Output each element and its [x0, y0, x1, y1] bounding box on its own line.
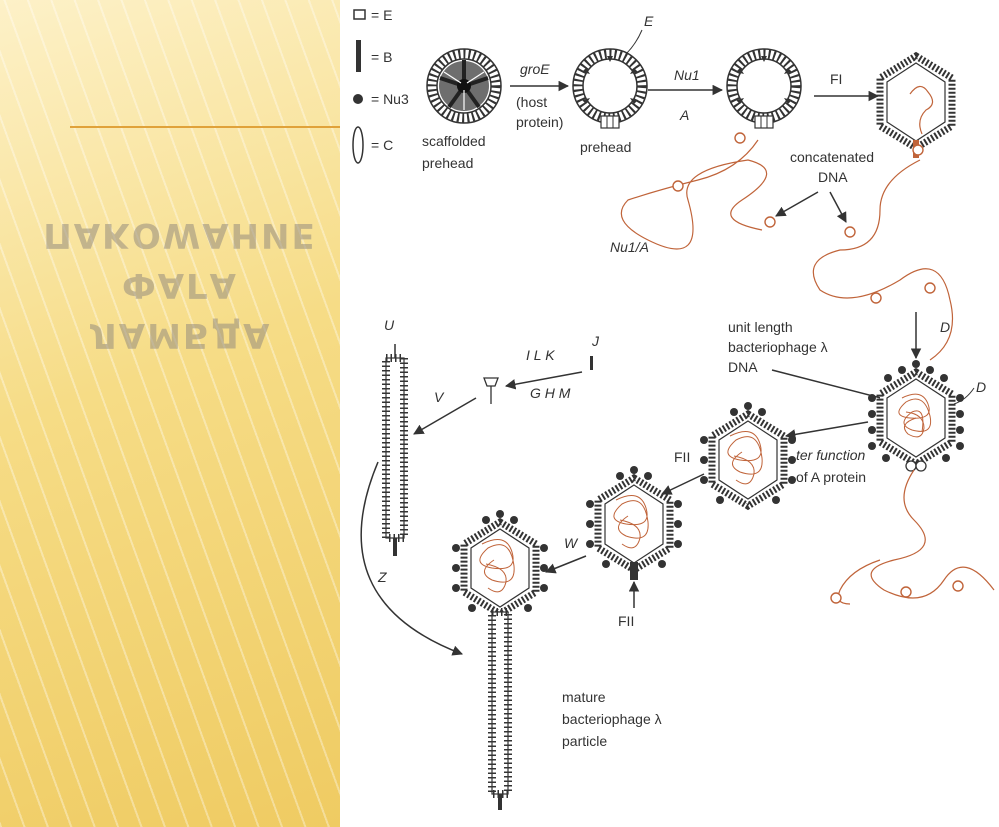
- groe-label: groE: [520, 61, 550, 77]
- sidebar: ПАКОWАНИЕ ФАГА ЛАМБДА: [0, 0, 340, 827]
- ilk-label: I L K: [526, 347, 555, 363]
- tail-dna: [837, 469, 995, 605]
- slide-title: ПАКОWАНИЕ ФАГА ЛАМБДА: [30, 210, 330, 360]
- scaffold-label-1: scaffolded: [422, 133, 486, 149]
- arrow-ilk: [504, 371, 583, 390]
- scaffold-label-2: prehead: [422, 155, 473, 171]
- fii-top-label: FII: [674, 449, 690, 465]
- cos-sites: [672, 132, 936, 304]
- legend-nu3-label: = Nu3: [371, 91, 409, 107]
- z-label: Z: [377, 569, 387, 585]
- packaging-diagram: = E = B = Nu3 = C scaffolded prehead: [352, 7, 995, 810]
- fi-label: FI: [830, 71, 842, 87]
- concatenated-dna: [620, 139, 954, 361]
- nu1a-label: Nu1/A: [610, 239, 649, 255]
- sidebar-rule: [70, 126, 340, 128]
- capsid-d: [868, 360, 964, 472]
- mature-label-1: mature: [562, 689, 606, 705]
- w-label: W: [564, 535, 579, 551]
- e-top-label: E: [644, 13, 654, 29]
- u-label: U: [384, 317, 395, 333]
- legend: = E = B = Nu3 = C: [352, 7, 409, 164]
- unit-label-3: DNA: [728, 359, 758, 375]
- arrow-join: [360, 461, 463, 656]
- arrow-ter: [784, 421, 869, 440]
- tip-j: J: [590, 333, 600, 370]
- prehead-particle: [573, 49, 647, 129]
- legend-b-label: = B: [371, 49, 392, 65]
- ghm-label: G H M: [530, 385, 571, 401]
- j-label: J: [591, 333, 600, 349]
- ter-label-1: ter function: [796, 447, 865, 463]
- arrow-fii-top: [661, 473, 705, 495]
- filling-capsid: [880, 56, 952, 158]
- unit-label-2: bacteriophage λ: [728, 339, 828, 355]
- v-label: V: [434, 389, 445, 405]
- tail-assembly: [382, 344, 408, 556]
- concat-label-1: concatenated: [790, 149, 874, 165]
- legend-c-label: = C: [371, 137, 393, 153]
- tail-cos-sites: [830, 580, 964, 604]
- mature-label-2: bacteriophage λ: [562, 711, 662, 727]
- arrow-v: [413, 397, 477, 435]
- title-line-2: ФАГА: [121, 265, 238, 305]
- title-line-1: ПАКОWАНИЕ: [43, 215, 317, 255]
- legend-e-label: = E: [371, 7, 392, 23]
- fii-bottom-label: FII: [618, 613, 634, 629]
- prehead-nu1a: [727, 49, 801, 129]
- a-label: A: [679, 107, 689, 123]
- concat-label-2: DNA: [818, 169, 848, 185]
- e-pointer: [625, 29, 643, 55]
- legend-b-icon: [356, 40, 361, 72]
- host-label-2: protein): [516, 114, 563, 130]
- prehead-label: prehead: [580, 139, 631, 155]
- capsid-filled-mid: [700, 402, 796, 506]
- d-arrow-label: D: [940, 319, 950, 335]
- unit-label-1: unit length: [728, 319, 793, 335]
- title-line-3: ЛАМБДА: [88, 315, 272, 355]
- capsid-neck: [586, 466, 682, 580]
- arrow-concat-right: [829, 191, 847, 223]
- mature-label-3: particle: [562, 733, 607, 749]
- arrow-concat-left: [775, 191, 819, 217]
- d-right-label: D: [976, 379, 986, 395]
- host-label-1: (host: [516, 94, 547, 110]
- mature-phage: [452, 510, 548, 810]
- ter-label-2: of A protein: [796, 469, 866, 485]
- arrow-w: [545, 555, 587, 574]
- scaffolded-prehead: [427, 49, 501, 123]
- d-pointer: [953, 387, 975, 405]
- tail-tip: [483, 377, 499, 404]
- legend-c-icon: [352, 126, 364, 164]
- legend-nu3-icon: [353, 94, 363, 104]
- legend-e-icon: [353, 9, 366, 20]
- nu1-label: Nu1: [674, 67, 700, 83]
